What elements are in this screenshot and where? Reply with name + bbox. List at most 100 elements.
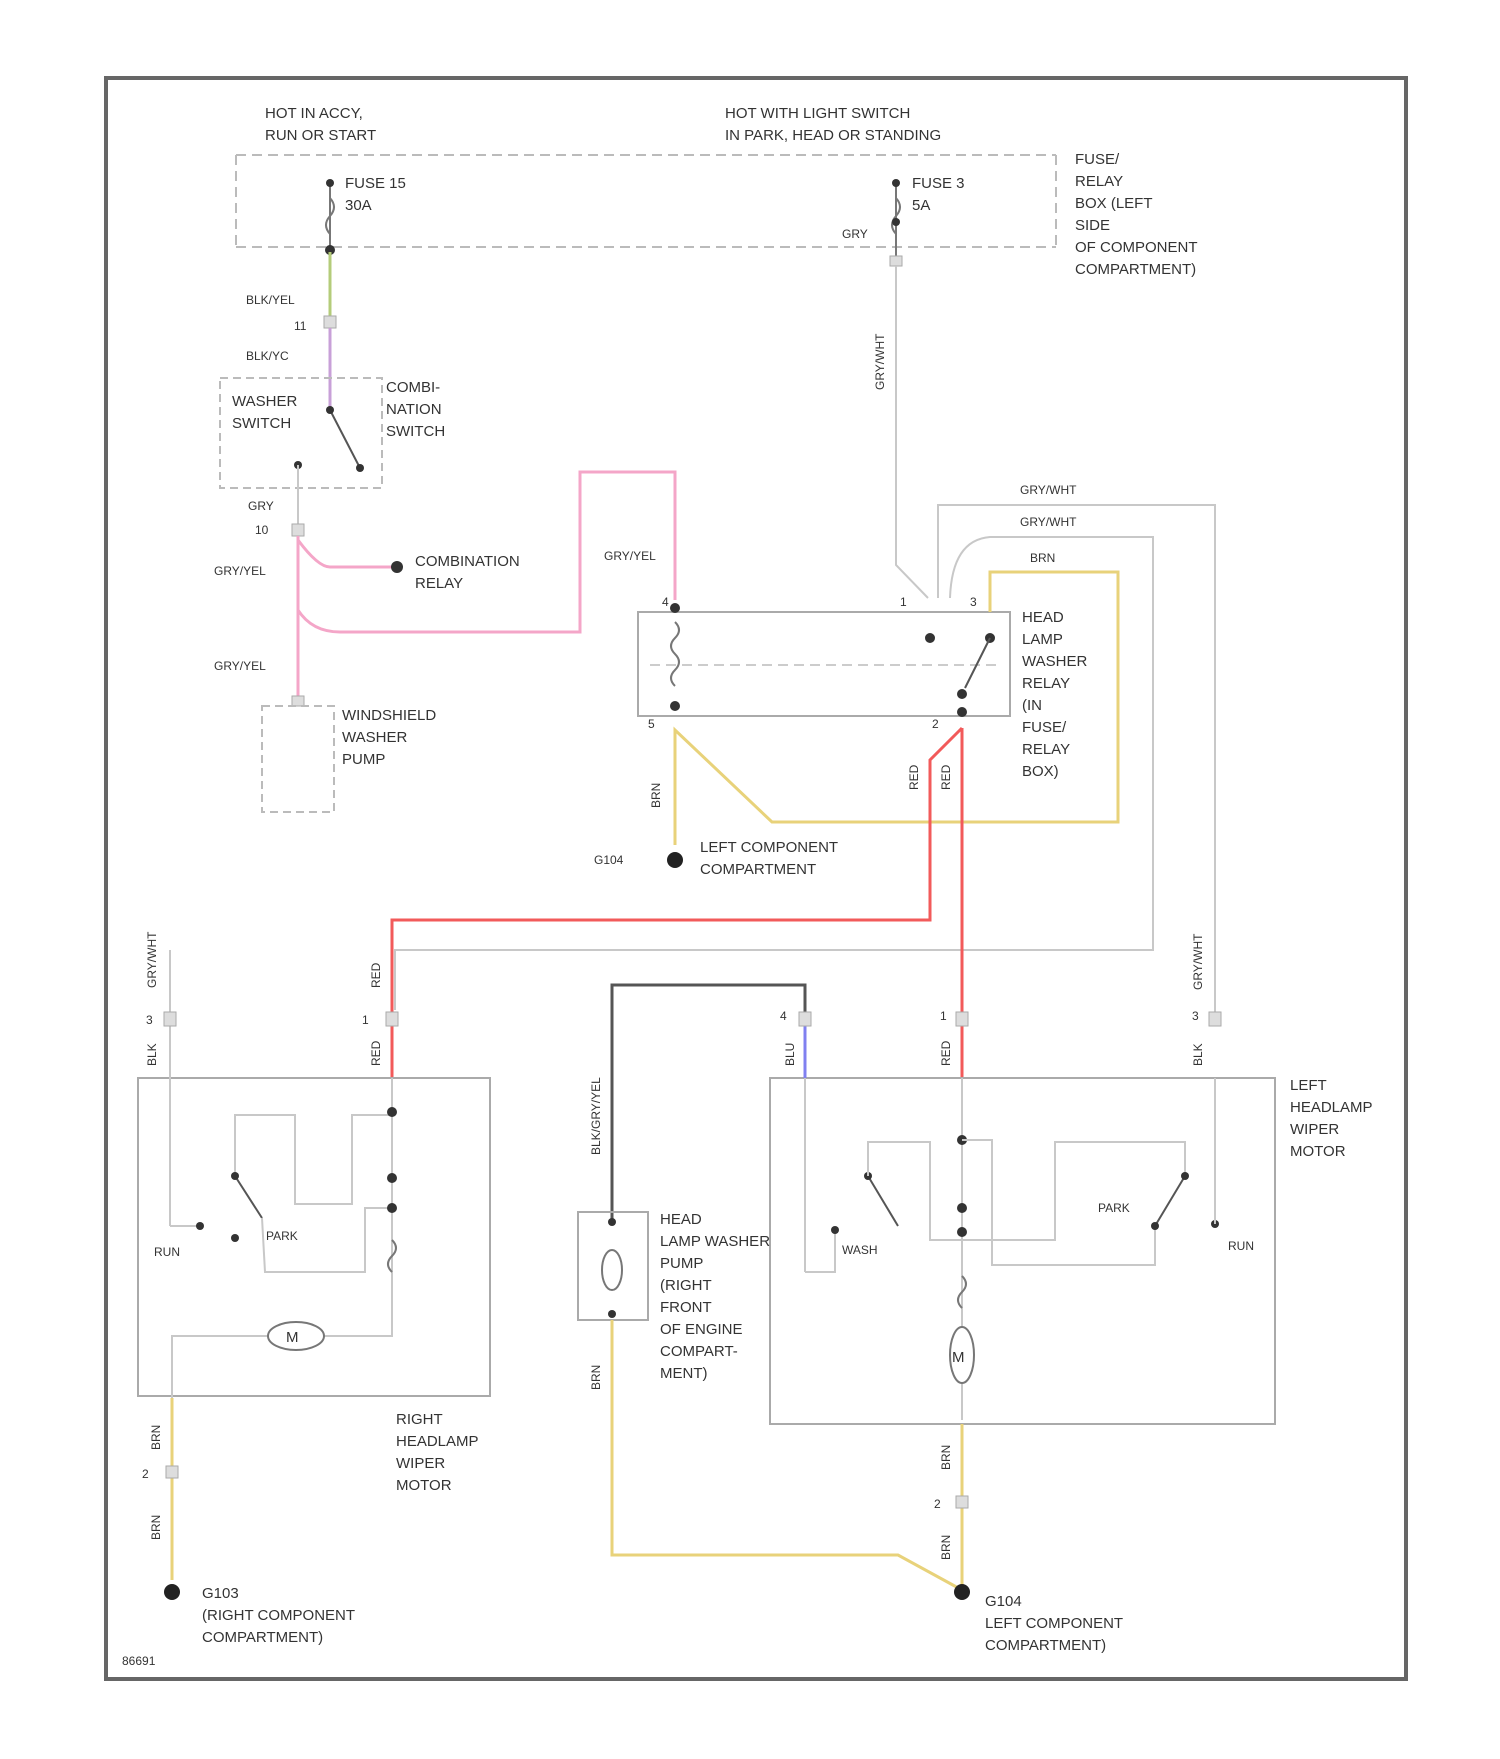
label-brn-l2: BRN xyxy=(939,1535,953,1560)
connector-r2 xyxy=(166,1466,178,1478)
label-blk-r: BLK xyxy=(145,1043,159,1066)
label-brn-ground: BRN xyxy=(649,783,663,808)
label-hl-pump-6: OF ENGINE xyxy=(660,1321,743,1338)
connector-11 xyxy=(324,316,336,328)
connector-r3 xyxy=(164,1012,176,1026)
label-fuse-box-2: RELAY xyxy=(1075,173,1123,190)
label-c1: 1 xyxy=(940,1009,947,1023)
combination-relay-terminal xyxy=(391,561,403,573)
label-hot-light-2: IN PARK, HEAD OR STANDING xyxy=(725,127,941,144)
label-fuse-box-3: BOX (LEFT xyxy=(1075,195,1153,212)
label-relay-2: LAMP xyxy=(1022,631,1063,648)
label-ground-lh-2: LEFT COMPONENT xyxy=(985,1615,1123,1632)
label-relay-1: HEAD xyxy=(1022,609,1064,626)
label-washer-sw-1: WASHER xyxy=(232,393,297,410)
label-red-2: RED xyxy=(939,764,953,790)
label-c4: 4 xyxy=(780,1009,787,1023)
label-pin-4: 4 xyxy=(662,595,669,609)
label-motor-m-left: M xyxy=(952,1349,965,1366)
label-combo-sw-3: SWITCH xyxy=(386,423,445,440)
label-ground-right-2: (RIGHT COMPONENT xyxy=(202,1607,355,1624)
right-headlamp-wiper-motor xyxy=(138,950,490,1398)
label-c11: 11 xyxy=(294,319,307,333)
label-fuse15-1: FUSE 15 xyxy=(345,175,406,192)
label-combo-relay-1: COMBINATION xyxy=(415,553,520,570)
label-red-r: RED xyxy=(369,962,383,988)
label-gry-yel-2: GRY/YEL xyxy=(604,549,656,563)
label-c-l2: 2 xyxy=(934,1497,941,1511)
label-relay-3: WASHER xyxy=(1022,653,1087,670)
label-c-r1: 1 xyxy=(362,1013,369,1027)
label-c3: 3 xyxy=(1192,1009,1199,1023)
label-washer-sw-2: SWITCH xyxy=(232,415,291,432)
label-fuse3-2: 5A xyxy=(912,197,930,214)
label-motor-m-right: M xyxy=(286,1329,299,1346)
label-brn-pump: BRN xyxy=(589,1365,603,1390)
label-run-r: RUN xyxy=(154,1245,180,1259)
label-hot-in-accy-2: RUN OR START xyxy=(265,127,376,144)
label-ground-left-1: G104 xyxy=(594,853,624,867)
label-hl-pump-5: FRONT xyxy=(660,1299,712,1316)
label-ws-pump-1: WINDSHIELD xyxy=(342,707,436,724)
connector-l2 xyxy=(956,1496,968,1508)
label-fuse-box-6: COMPARTMENT) xyxy=(1075,261,1196,278)
label-fuse-box-1: FUSE/ xyxy=(1075,151,1120,168)
label-ws-pump-3: PUMP xyxy=(342,751,385,768)
label-park-r: PARK xyxy=(266,1229,298,1243)
label-hl-pump-7: COMPART- xyxy=(660,1343,738,1360)
label-brn-l1: BRN xyxy=(939,1445,953,1470)
label-lh-motor-4: MOTOR xyxy=(1290,1143,1346,1160)
label-red-1: RED xyxy=(907,764,921,790)
label-rh-motor-1: RIGHT xyxy=(396,1411,443,1428)
label-red-r2: RED xyxy=(369,1040,383,1066)
label-relay-6: FUSE/ xyxy=(1022,719,1067,736)
label-pin-1: 1 xyxy=(900,595,907,609)
label-blk-yel-2: BLK/YC xyxy=(246,349,289,363)
left-headlamp-wiper-motor xyxy=(770,1012,1275,1424)
label-run-l: RUN xyxy=(1228,1239,1254,1253)
label-relay-4: RELAY xyxy=(1022,675,1070,692)
label-gry-wht-r: GRY/WHT xyxy=(145,931,159,988)
label-relay-7: RELAY xyxy=(1022,741,1070,758)
label-c10: 10 xyxy=(255,523,269,537)
wire-gry-yel-pink xyxy=(298,472,675,700)
label-blk-yel: BLK/YEL xyxy=(246,293,295,307)
label-gry-yel-3: GRY/YEL xyxy=(214,659,266,673)
label-hot-light-1: HOT WITH LIGHT SWITCH xyxy=(725,105,910,122)
label-pin-3: 3 xyxy=(970,595,977,609)
wire-red xyxy=(392,728,962,1078)
label-c-r3: 3 xyxy=(146,1013,153,1027)
label-hl-pump-1: HEAD xyxy=(660,1211,702,1228)
label-combo-sw-2: NATION xyxy=(386,401,442,418)
label-gry-wht-vertical: GRY/WHT xyxy=(873,333,887,390)
label-blk-l: BLK xyxy=(1191,1043,1205,1066)
ground-g104-upper xyxy=(667,852,683,868)
fuse-3 xyxy=(890,179,902,266)
label-pin-5: 5 xyxy=(648,717,655,731)
label-pin-2: 2 xyxy=(932,717,939,731)
label-ground-left-2: LEFT COMPONENT xyxy=(700,839,838,856)
label-hl-pump-2: LAMP WASHER xyxy=(660,1233,770,1250)
label-red-l: RED xyxy=(939,1040,953,1066)
label-blu: BLU xyxy=(783,1043,797,1066)
label-c-r2: 2 xyxy=(142,1467,149,1481)
label-relay-8: BOX) xyxy=(1022,763,1059,780)
label-ground-lh-3: COMPARTMENT) xyxy=(985,1637,1106,1654)
windshield-washer-pump xyxy=(262,706,334,812)
label-ws-pump-2: WASHER xyxy=(342,729,407,746)
label-fuse15-2: 30A xyxy=(345,197,372,214)
label-ground-right-1: G103 xyxy=(202,1585,239,1602)
label-ground-lh-1: G104 xyxy=(985,1593,1022,1610)
label-lh-motor-1: LEFT xyxy=(1290,1077,1327,1094)
label-rh-motor-4: MOTOR xyxy=(396,1477,452,1494)
label-hl-pump-8: MENT) xyxy=(660,1365,708,1382)
label-combo-sw-1: COMBI- xyxy=(386,379,440,396)
label-gry-wht-l: GRY/WHT xyxy=(1191,933,1205,990)
label-park-l: PARK xyxy=(1098,1201,1130,1215)
connector-pump xyxy=(292,696,304,706)
label-brn-r1: BRN xyxy=(149,1425,163,1450)
label-hl-pump-4: (RIGHT xyxy=(660,1277,712,1294)
label-gry-wht-2: GRY/WHT xyxy=(1020,515,1077,529)
connector-r1 xyxy=(386,1012,398,1026)
